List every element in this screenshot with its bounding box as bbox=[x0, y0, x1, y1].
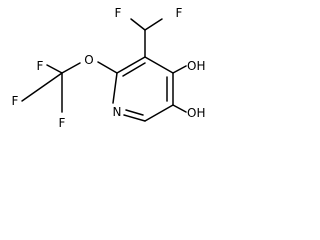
bond-c2-o bbox=[97, 61, 118, 74]
bond-c4-oh bbox=[172, 65, 187, 74]
fluorine-cf3-left-label: F bbox=[12, 94, 19, 108]
bond-cf3-f-left bbox=[21, 72, 63, 102]
bond-c3-c4 bbox=[144, 56, 174, 74]
molecule-drawing: F F F F F O N OH OH bbox=[12, 6, 206, 130]
bond-cf3-f-top bbox=[46, 64, 63, 74]
hydroxyl-bottom-label: OH bbox=[187, 106, 205, 120]
nitrogen-ring-label: N bbox=[113, 105, 122, 119]
hydroxyl-top-label: OH bbox=[187, 59, 205, 73]
bond-c5-c6 bbox=[144, 104, 174, 122]
bond-c6-n1-double bbox=[125, 109, 144, 116]
bond-c2-c3-double bbox=[122, 62, 146, 77]
bond-c2-c3 bbox=[116, 56, 146, 74]
chemical-structure-diagram: F F F F F O N OH OH bbox=[0, 0, 234, 158]
fluorine-cf3-bottom-label: F bbox=[59, 116, 66, 130]
bond-chf2-f-right bbox=[144, 18, 163, 31]
bond-c6-n1 bbox=[123, 114, 146, 122]
fluorine-chf2-left-label: F bbox=[115, 6, 122, 20]
fluorine-cf3-top-label: F bbox=[37, 59, 44, 73]
fluorine-chf2-right-label: F bbox=[176, 6, 183, 20]
bond-n1-c2 bbox=[112, 72, 118, 104]
bond-o-cf3 bbox=[61, 62, 81, 74]
bond-c5-oh bbox=[172, 104, 187, 113]
oxygen-ether-label: O bbox=[84, 53, 93, 67]
bond-chf2-f-left bbox=[130, 18, 146, 31]
